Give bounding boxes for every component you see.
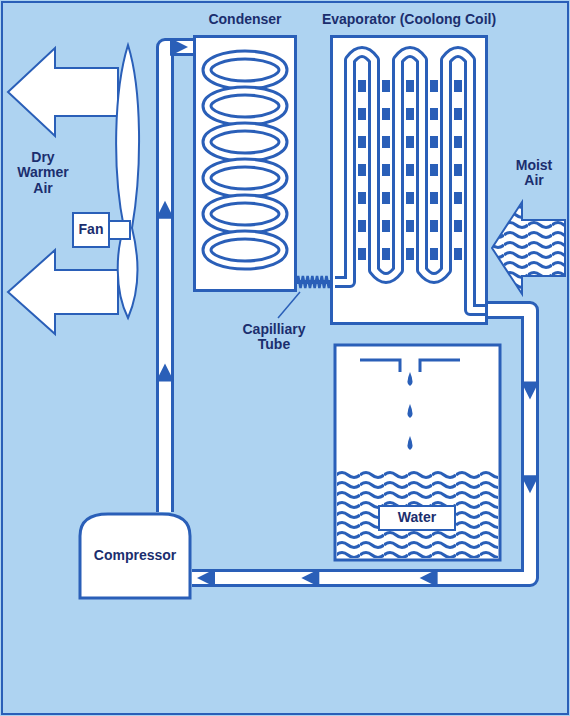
coil-turn [207, 127, 283, 157]
fin [454, 192, 462, 204]
fin [430, 248, 438, 260]
annotation-label: Moist Air [506, 158, 562, 189]
annotation-label: Dry Warmer Air [10, 150, 76, 196]
component-heading: Evaporator (Coolong Coil) [322, 12, 496, 27]
fin [454, 136, 462, 148]
compressor-body: Compressor [78, 512, 192, 600]
water-box: Water [378, 505, 456, 531]
coil-turn [207, 91, 283, 121]
refrigerant-pipe [192, 310, 539, 587]
fin [358, 248, 366, 260]
moist-air-arrow [492, 202, 565, 294]
fin [358, 220, 366, 232]
fin [454, 80, 462, 92]
fin [430, 192, 438, 204]
fin [406, 248, 414, 260]
flow-arrow [420, 569, 438, 587]
fin [382, 248, 390, 260]
component-heading: Condenser [208, 12, 281, 27]
fin [382, 192, 390, 204]
fin [454, 164, 462, 176]
flow-arrow [156, 364, 174, 382]
flow-arrow [170, 38, 188, 56]
fin [406, 220, 414, 232]
coil-pipe [335, 52, 488, 310]
compressor-outline [80, 514, 190, 598]
coil-turn [207, 235, 283, 265]
air-arrow [8, 250, 118, 334]
coil-turn [207, 163, 283, 193]
evaporator-box: Evaporator (Coolong Coil) [330, 35, 488, 325]
fin [430, 164, 438, 176]
pipe [165, 47, 193, 512]
flow-arrow [301, 569, 319, 587]
fin [430, 136, 438, 148]
fin [382, 220, 390, 232]
condenser-coil [207, 55, 283, 265]
pipe [165, 47, 193, 512]
fan-blade [116, 45, 139, 318]
refrigerant-pipe [156, 38, 193, 512]
fin [406, 192, 414, 204]
flow-arrow [521, 381, 539, 399]
water [337, 470, 498, 558]
flow-arrow [521, 475, 539, 493]
condenser-box: Condenser [193, 35, 297, 292]
fin [454, 108, 462, 120]
fin [406, 164, 414, 176]
coil-turn [207, 91, 283, 121]
drip-tray [360, 360, 460, 372]
component-label: Fan [79, 222, 104, 237]
coil-turn [207, 199, 283, 229]
fin [406, 80, 414, 92]
flow-arrow [197, 569, 215, 587]
fin [454, 248, 462, 260]
air-arrow [8, 48, 118, 136]
evaporator-coil [335, 52, 488, 310]
coil-turn [207, 199, 283, 229]
tube-coil [297, 276, 330, 288]
fin [358, 108, 366, 120]
fin [406, 108, 414, 120]
pipe [192, 310, 530, 578]
coil-turn [207, 55, 283, 85]
coil-turn [207, 163, 283, 193]
coil-turn [207, 235, 283, 265]
coil-pipe [335, 52, 488, 310]
fin [430, 108, 438, 120]
fin [454, 220, 462, 232]
fin [382, 136, 390, 148]
component-label: Compressor [94, 548, 176, 563]
coil-turn [207, 127, 283, 157]
fan-box: Fan [72, 212, 110, 248]
capillary-tube [297, 276, 330, 288]
fan-hub [108, 221, 130, 239]
fin [430, 80, 438, 92]
fin [358, 164, 366, 176]
fin [430, 220, 438, 232]
component-label: Water [398, 510, 436, 525]
fin [382, 80, 390, 92]
leader-line [278, 292, 300, 318]
fin [358, 192, 366, 204]
water-drops [408, 372, 413, 450]
annotation-label: Capilliary Tube [228, 322, 320, 353]
fin [382, 164, 390, 176]
fin [382, 108, 390, 120]
condenser-fill [193, 35, 297, 292]
coil-turn [207, 55, 283, 85]
pipe [192, 310, 530, 578]
fin [358, 80, 366, 92]
fin [358, 136, 366, 148]
evaporator-fill [330, 35, 488, 325]
flow-arrow [156, 201, 174, 219]
water-tank [335, 345, 500, 560]
fin [406, 136, 414, 148]
